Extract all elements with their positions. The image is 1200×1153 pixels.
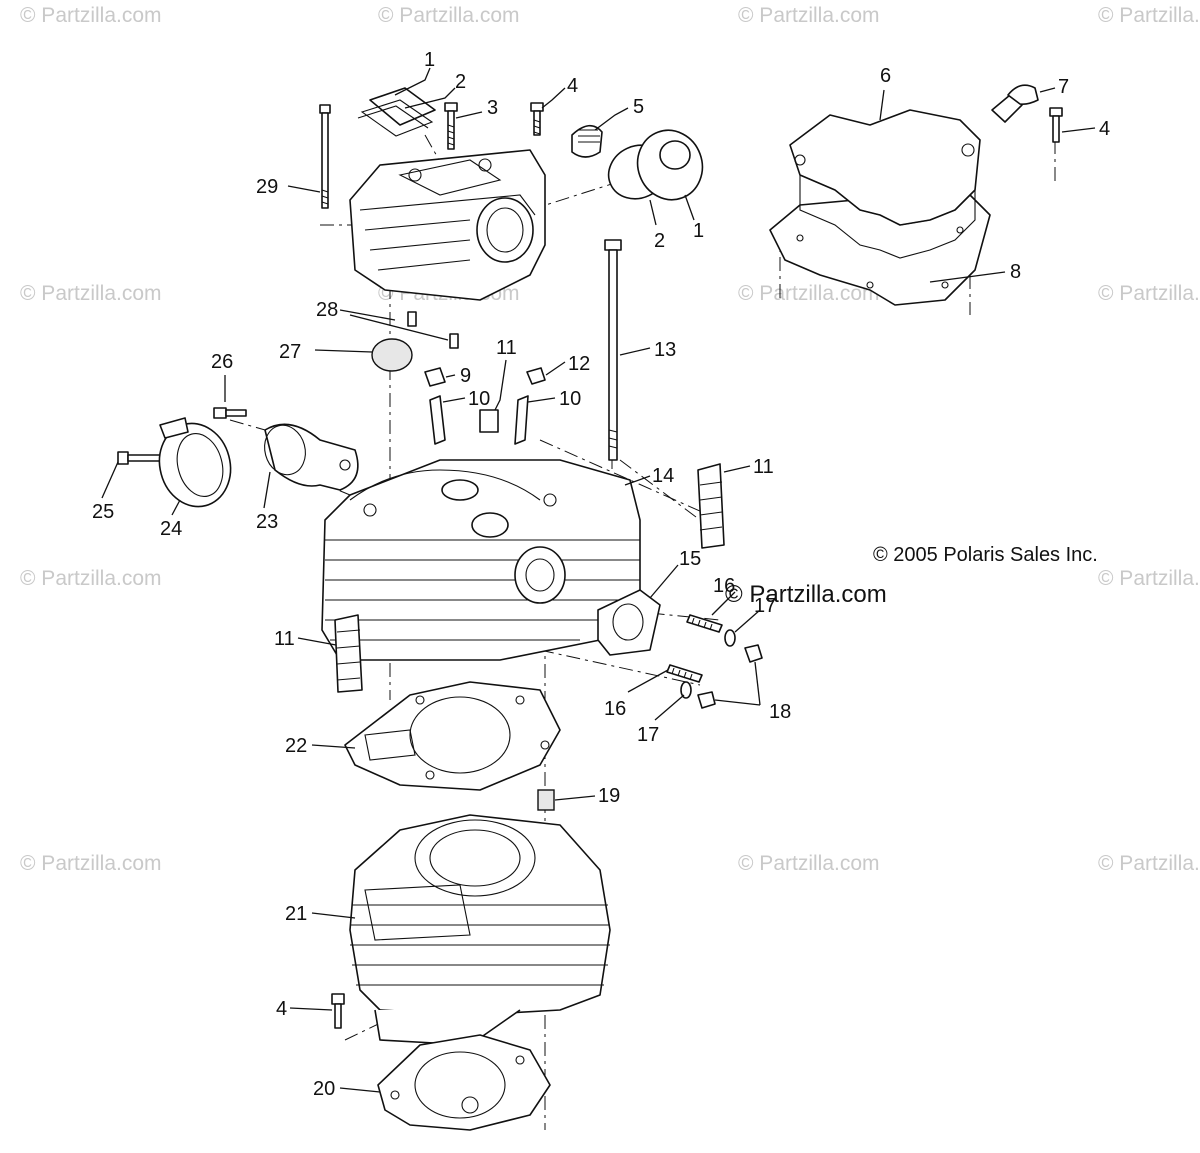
head-gasket-22: [344, 681, 561, 791]
watermark-5: © Partzilla.com: [20, 282, 162, 305]
callout-8: 8: [1010, 261, 1021, 283]
stud-16-lower: [666, 664, 703, 683]
watermark-3: © Partzilla.com: [738, 4, 880, 27]
callout-7: 7: [1058, 76, 1069, 98]
callout-1-top: 1: [424, 49, 435, 71]
stud-16-upper: [686, 614, 723, 633]
callout-9: 9: [460, 365, 471, 387]
cylinder-head-14: [321, 459, 641, 661]
watermark-11: © Partzilla.com: [1098, 567, 1200, 590]
callout-3: 3: [487, 97, 498, 119]
bolt-4-right: [1049, 107, 1063, 143]
callout-11-right: 11: [753, 456, 774, 478]
callout-16-upper: 16: [713, 575, 735, 597]
watermark-12: © Partzilla.com: [20, 852, 162, 875]
callout-16-lower: 16: [604, 698, 626, 720]
watermarks: © Partzilla.com © Partzilla.com © Partzi…: [20, 4, 1200, 875]
callout-4-top: 4: [567, 75, 578, 97]
rocker-cover: [349, 149, 546, 301]
cap-1: [636, 129, 704, 201]
watermark-2: © Partzilla.com: [378, 4, 520, 27]
callout-10-right: 10: [559, 388, 581, 410]
callout-22: 22: [285, 735, 307, 757]
bolt-4-cylinder: [331, 993, 345, 1029]
bolt-29: [319, 104, 331, 209]
watermark-7: © Partzilla.com: [738, 282, 880, 305]
copyright-notice: © 2005 Polaris Sales Inc.: [873, 544, 1098, 566]
shims-11-left: [334, 614, 363, 693]
watermark-8: © Partzilla.com: [1098, 282, 1200, 305]
callout-21: 21: [285, 903, 307, 925]
watermark-4: © Partzilla.com: [1098, 4, 1200, 27]
callout-13: 13: [654, 339, 676, 361]
valve-cap-9: [424, 367, 446, 387]
clamp-24: [158, 417, 232, 508]
callout-27: 27: [279, 341, 301, 363]
callouts: 1 2 3 4 5 2 1 29 6 7 4 8 28 27 26 11 9 1…: [92, 49, 1110, 1100]
plug-27: [371, 338, 413, 372]
callout-12: 12: [568, 353, 590, 375]
callout-10-left: 10: [468, 388, 490, 410]
dowel-pins-28: [407, 311, 459, 349]
callout-1-right: 1: [693, 220, 704, 242]
callout-15: 15: [679, 548, 701, 570]
valve-guides-10: [429, 395, 529, 445]
stud-13: [604, 239, 622, 461]
callout-18: 18: [769, 701, 791, 723]
callout-17-lower: 17: [637, 724, 659, 746]
screw-26: [213, 407, 247, 419]
callout-23: 23: [256, 511, 278, 533]
shims-11-top: [479, 409, 499, 433]
callout-25: 25: [92, 501, 114, 523]
bolt-3: [444, 102, 458, 150]
callout-20: 20: [313, 1078, 335, 1100]
watermark-15: © Partzilla.com: [1098, 852, 1200, 875]
callout-17-upper: 17: [754, 595, 776, 617]
base-gasket-20: [377, 1034, 551, 1131]
washers-17: [680, 629, 736, 699]
callout-19: 19: [598, 785, 620, 807]
valve-cap-12: [526, 367, 546, 385]
watermark-9: © Partzilla.com: [20, 567, 162, 590]
brand-overlay: © Partzilla.com: [725, 581, 887, 608]
inspection-cap-top: [357, 87, 436, 137]
callout-26: 26: [211, 351, 233, 373]
callout-2-right: 2: [654, 230, 665, 252]
watermark-1: © Partzilla.com: [20, 4, 162, 27]
dowel-19: [537, 789, 555, 811]
nuts-18: [697, 644, 763, 709]
exhaust-gasket-15: [597, 589, 661, 656]
callout-5: 5: [633, 96, 644, 118]
shims-11-right: [697, 463, 725, 549]
tappet-plug-5: [571, 124, 603, 158]
intake-boot-23: [264, 423, 359, 491]
cylinder-21: [349, 814, 611, 1046]
leader-lines: [101, 67, 1096, 1093]
callout-24: 24: [160, 518, 182, 540]
cover-6: [789, 109, 981, 259]
callout-4-cylinder: 4: [276, 998, 287, 1020]
callout-6: 6: [880, 65, 891, 87]
breather-7: [991, 84, 1039, 123]
callout-11-left: 11: [274, 628, 295, 650]
watermark-14: © Partzilla.com: [738, 852, 880, 875]
bolt-4-top: [530, 102, 544, 136]
callout-14: 14: [652, 465, 674, 487]
callout-29: 29: [256, 176, 278, 198]
callout-4-right: 4: [1099, 118, 1110, 140]
callout-11-top: 11: [496, 337, 517, 359]
callout-28: 28: [316, 299, 338, 321]
callout-2-top: 2: [455, 71, 466, 93]
